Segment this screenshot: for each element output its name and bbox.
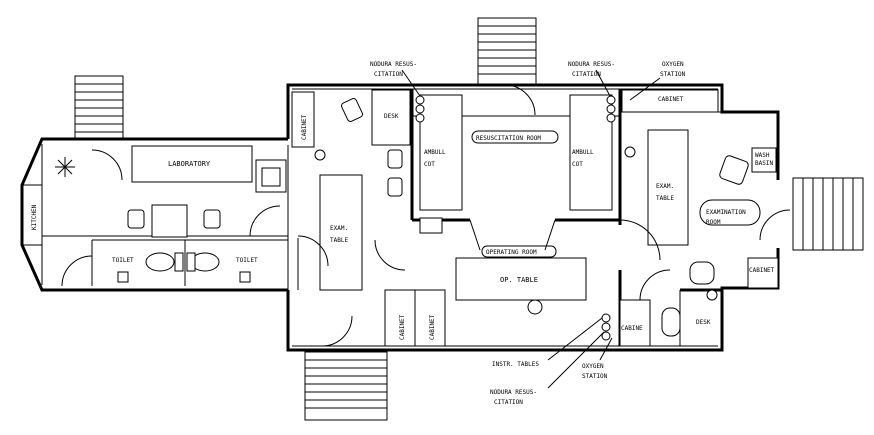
label-examination-room-1: EXAMINATION — [706, 209, 746, 216]
label-exam-left-2: TABLE — [330, 237, 348, 244]
label-cabinet-left: CABINET — [301, 114, 308, 140]
callout-nodura-3-line1: NODURA RESUS- — [490, 389, 537, 396]
label-exam-right-2: TABLE — [656, 195, 674, 202]
label-kitchen: KITCHEN — [31, 204, 38, 230]
interior-walls — [42, 84, 791, 347]
label-examination-room-2: ROOM — [706, 219, 721, 226]
label-laboratory: LABORATORY — [168, 160, 211, 168]
stairs-top-left — [74, 75, 124, 141]
label-ambu-right-1: AMBULL — [572, 149, 594, 156]
callout-nodura-3-line2: CITATION — [494, 399, 523, 406]
label-cabinet-bottom-2: CABINET — [429, 314, 436, 340]
label-ambu-left-1: AMBULL — [424, 149, 446, 156]
callout-nodura-2-line1: NODURA RESUS- — [568, 61, 615, 68]
label-desk-left: DESK — [384, 113, 399, 120]
callout-oxygen-top-2: STATION — [660, 71, 686, 78]
label-resuscitation-room: RESUSCITATION ROOM — [476, 135, 541, 142]
label-desk-right: DESK — [696, 319, 711, 326]
stairs-right — [792, 177, 864, 251]
callout-nodura-2-line2: CITATION — [572, 71, 601, 78]
label-operating-room: OPERATING ROOM — [486, 249, 537, 256]
label-cabinet-bottom-1: CABINET — [399, 314, 406, 340]
label-op-table: OP. TABLE — [500, 276, 538, 284]
label-exam-left-1: EXAM. — [330, 225, 348, 232]
label-toilet-left: TOILET — [112, 257, 134, 264]
label-wash-basin-2: BASIN — [755, 160, 773, 167]
callout-oxygen-bottom-1: OXYGEN — [582, 363, 604, 370]
callout-nodura-1-line1: NODURA RESUS- — [370, 61, 417, 68]
label-toilet-right: TOILET — [236, 257, 258, 264]
label-exam-right-1: EXAM. — [656, 183, 674, 190]
label-ambu-right-2: COT — [572, 161, 583, 168]
callout-oxygen-top-1: OXYGEN — [662, 61, 684, 68]
stairs-top-center — [477, 17, 537, 86]
callouts: NODURA RESUS- CITATION NODURA RESUS- CIT… — [370, 61, 686, 406]
stairs-bottom — [304, 351, 388, 421]
callout-nodura-1-line2: CITATION — [374, 71, 403, 78]
callout-oxygen-bottom-2: STATION — [582, 373, 608, 380]
label-cabinet-bottom-right: CABINE — [621, 325, 643, 332]
label-ambu-left-2: COT — [424, 161, 435, 168]
label-cabinet-top-right: CABINET — [658, 96, 684, 103]
label-wash-basin-1: WASH — [755, 152, 770, 159]
label-cabinet-right: CABINET — [749, 267, 775, 274]
callout-instr-tables: INSTR. TABLES — [492, 361, 539, 368]
room-labels: KITCHEN LABORATORY TOILET TOILET CABINET… — [31, 96, 775, 340]
